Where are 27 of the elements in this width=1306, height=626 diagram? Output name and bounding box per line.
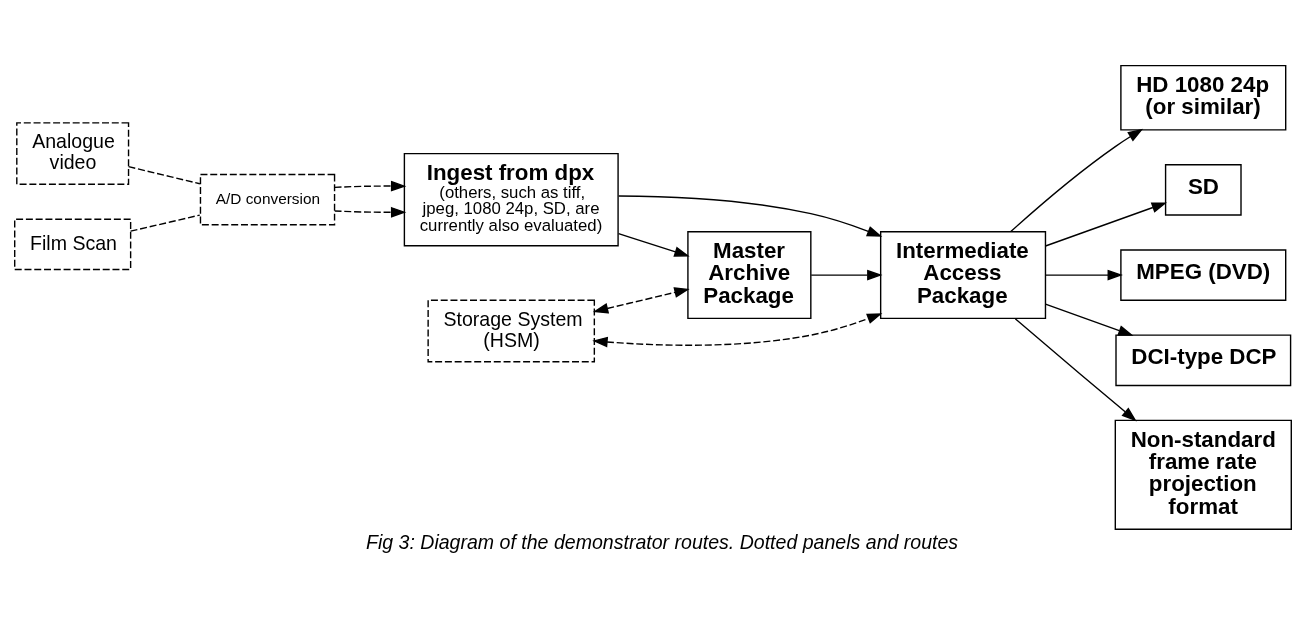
node-box: DCI-type DCP [1115,333,1292,386]
node-box: Master Archive Package [687,230,812,319]
node-box: Non-standard frame rate projection format [1114,419,1292,530]
arrow [617,194,883,237]
arrow [334,180,407,191]
arrow [592,312,883,347]
arrow [592,286,690,314]
node-box: Intermediate Access Package [879,230,1047,319]
node-box: HD 1080 24p (or similar) [1120,64,1287,131]
node-box: Analogue video [16,121,130,185]
node-box: Film Scan [14,218,132,270]
connector [129,213,201,232]
node-box: A/D conversion [199,173,336,225]
arrow [1044,269,1123,280]
arrow [1014,317,1137,421]
arrow [1044,302,1134,336]
arrow [810,269,883,280]
node-box: Storage System (HSM) [427,299,596,362]
node-box: SD [1164,163,1242,216]
arrow [1010,128,1144,232]
arrow [617,232,690,257]
arrow [334,206,407,218]
node-box: MPEG (DVD) [1120,248,1287,301]
node-box: Ingest from dpx (others, such as tiff, jpeg, 1080 24p, SD, are currently also evaluated) [403,152,619,246]
arrow [1044,201,1168,247]
caption: Fig 3: Diagram of the demonstrator routes. Dotted panels and routes [365,530,959,553]
connector [127,165,201,184]
